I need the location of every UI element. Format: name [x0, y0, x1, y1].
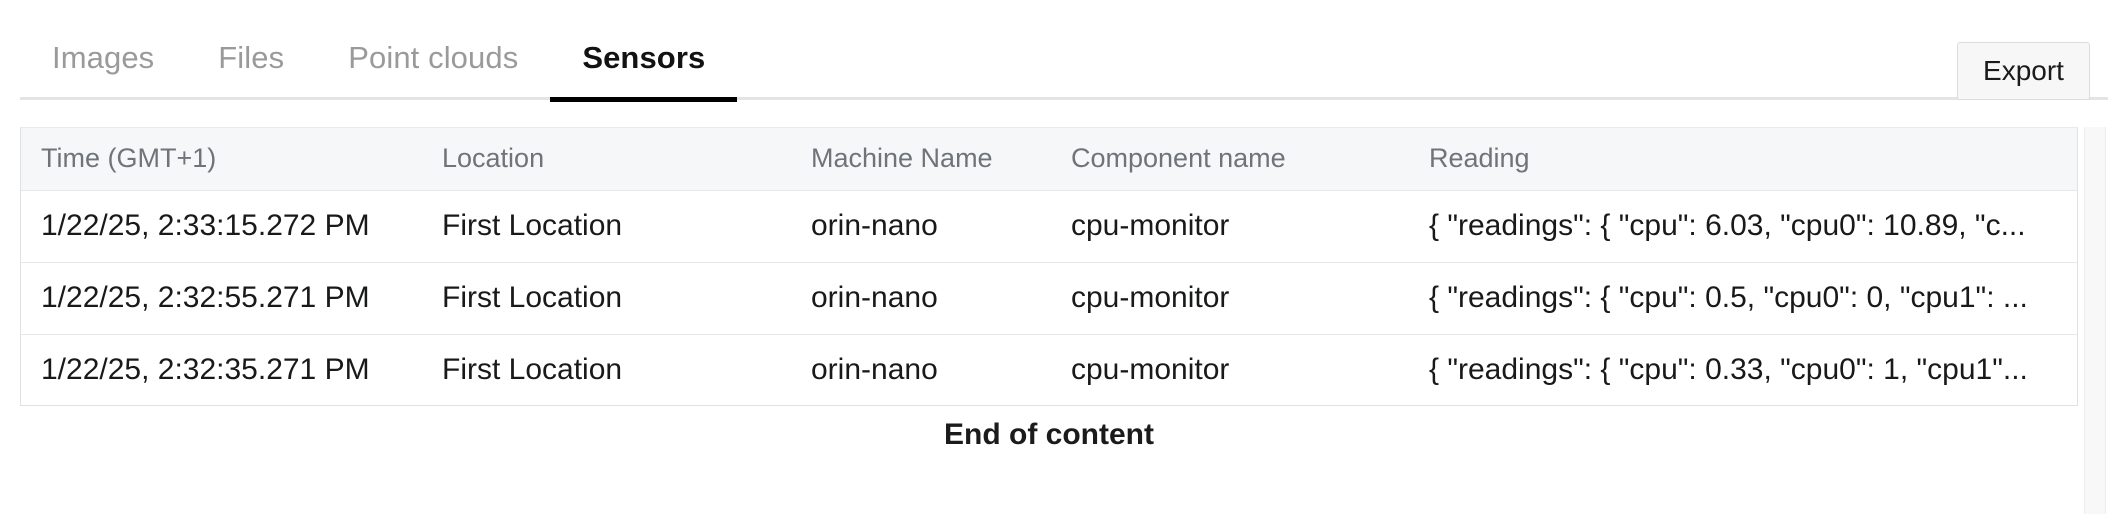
tab-sensors[interactable]: Sensors: [550, 14, 738, 102]
cell-reading: { "readings": { "cpu": 6.03, "cpu0": 10.…: [1409, 190, 2077, 263]
sensors-table: Time (GMT+1) Location Machine Name Compo…: [21, 128, 2077, 405]
table-row[interactable]: 1/22/25, 2:32:55.271 PM First Location o…: [21, 262, 2077, 335]
cell-location: First Location: [422, 190, 791, 263]
cell-reading: { "readings": { "cpu": 0.5, "cpu0": 0, "…: [1409, 262, 2077, 335]
table-row[interactable]: 1/22/25, 2:32:35.271 PM First Location o…: [21, 334, 2077, 405]
table-body: 1/22/25, 2:33:15.272 PM First Location o…: [21, 190, 2077, 405]
end-of-content-label: End of content: [944, 418, 1154, 451]
cell-machine: orin-nano: [811, 353, 938, 387]
tab-bar-divider: [20, 97, 2108, 100]
tab-point-clouds[interactable]: Point clouds: [316, 14, 550, 102]
cell-machine: orin-nano: [791, 262, 1051, 335]
table-header: Time (GMT+1) Location Machine Name Compo…: [21, 128, 2077, 191]
table-row[interactable]: 1/22/25, 2:33:15.272 PM First Location o…: [21, 190, 2077, 263]
cell-reading: { "readings": { "cpu": 0.33, "cpu0": 1, …: [1429, 353, 2028, 387]
column-header-machine[interactable]: Machine Name: [791, 128, 1051, 191]
cell-time: 1/22/25, 2:33:15.272 PM: [21, 190, 422, 263]
cell-location: First Location: [422, 262, 791, 335]
cell-component: cpu-monitor: [1071, 353, 1230, 387]
vertical-scrollbar[interactable]: [2084, 127, 2106, 514]
column-header-location[interactable]: Location: [422, 128, 791, 191]
export-button[interactable]: Export: [1957, 42, 2090, 100]
table-header-row: Time (GMT+1) Location Machine Name Compo…: [21, 128, 2077, 191]
cell-time: 1/22/25, 2:32:55.271 PM: [21, 262, 422, 335]
cell-machine: orin-nano: [791, 190, 1051, 263]
cell-time: 1/22/25, 2:32:35.271 PM: [41, 353, 370, 387]
cell-location: First Location: [442, 353, 623, 387]
cell-component: cpu-monitor: [1051, 190, 1409, 263]
column-header-component[interactable]: Component name: [1051, 128, 1409, 191]
cell-component: cpu-monitor: [1051, 262, 1409, 335]
column-header-time[interactable]: Time (GMT+1): [21, 128, 422, 191]
tab-strip: Images Files Point clouds Sensors: [20, 14, 738, 102]
column-header-reading[interactable]: Reading: [1409, 128, 2077, 191]
tab-bar: Images Files Point clouds Sensors: [20, 14, 2108, 104]
tab-images[interactable]: Images: [20, 14, 186, 102]
tab-files[interactable]: Files: [186, 14, 316, 102]
sensors-table-container: Time (GMT+1) Location Machine Name Compo…: [20, 127, 2078, 406]
